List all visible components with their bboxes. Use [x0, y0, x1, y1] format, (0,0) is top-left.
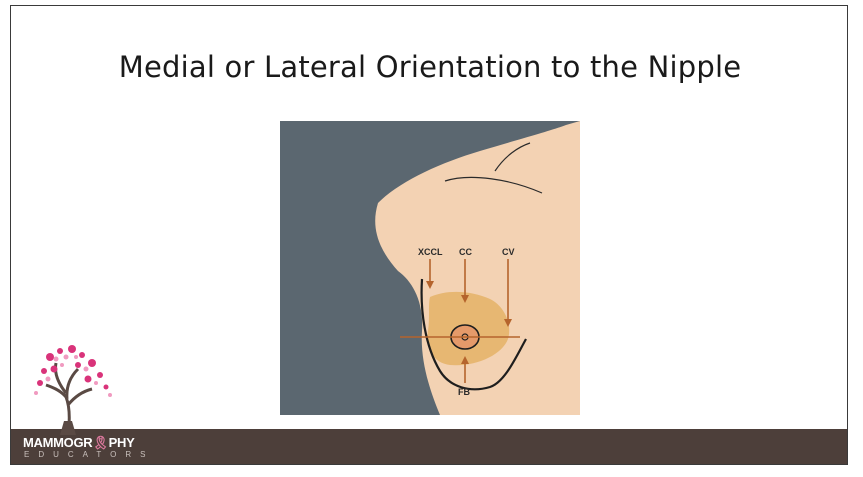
brand-name: MAMMOGR🎗PHY: [23, 435, 134, 451]
fb-label: FB: [458, 387, 470, 397]
cv-label: CV: [502, 247, 515, 257]
cc-label: CC: [459, 247, 472, 257]
breast-projection-diagram: XCCL CC CV FB: [280, 121, 580, 415]
brand-name-part1: MAMMOGR: [23, 435, 92, 450]
ribbon-icon: 🎗: [92, 435, 108, 450]
diagram-svg: XCCL CC CV FB: [280, 121, 580, 415]
slide: Medial or Lateral Orientation to the Nip…: [10, 5, 848, 465]
brand-name-part2: PHY: [109, 435, 135, 450]
xccl-label: XCCL: [418, 247, 443, 257]
tree-logo-icon: [20, 335, 125, 435]
slide-title: Medial or Lateral Orientation to the Nip…: [11, 50, 848, 84]
torso-skin: [375, 121, 580, 415]
footer-bar: [11, 429, 848, 465]
brand-subtitle: EDUCATORS: [24, 450, 155, 459]
